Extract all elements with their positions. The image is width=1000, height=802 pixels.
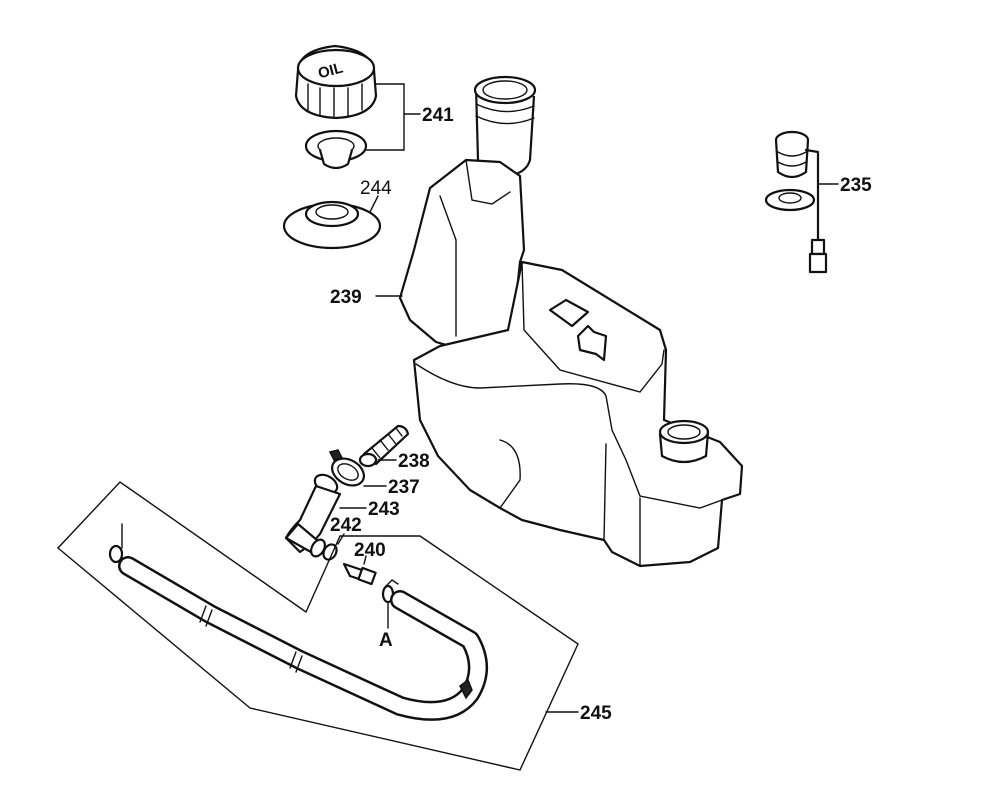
callout-239: 239 bbox=[330, 287, 362, 308]
callout-241: 241 bbox=[422, 105, 454, 126]
hose-clip-left bbox=[108, 523, 124, 564]
oil-level-sensor bbox=[764, 130, 828, 274]
tank-grommet bbox=[282, 200, 382, 250]
hose-fitting bbox=[358, 424, 410, 468]
callout-237: 237 bbox=[388, 477, 420, 498]
callout-235: 235 bbox=[840, 175, 872, 196]
leader-244 bbox=[369, 195, 379, 213]
callout-242: 242 bbox=[330, 515, 362, 536]
cap-seal-ring bbox=[304, 129, 368, 170]
leader-240 bbox=[363, 555, 367, 565]
callout-bracket-245 bbox=[56, 481, 579, 771]
callout-245: 245 bbox=[580, 703, 612, 724]
callout-238: 238 bbox=[398, 451, 430, 472]
callout-243: 243 bbox=[368, 499, 400, 520]
callout-244: 244 bbox=[360, 178, 392, 199]
cap-label: OIL bbox=[316, 59, 345, 82]
oil-tank bbox=[398, 75, 744, 568]
oil-filler-cap: OIL bbox=[294, 44, 378, 120]
callout-a: A bbox=[379, 630, 393, 651]
callout-bracket-241 bbox=[365, 83, 405, 151]
elbow-connector bbox=[284, 473, 342, 558]
callout-240: 240 bbox=[354, 540, 386, 561]
hose-clip-small bbox=[322, 543, 338, 561]
hose-nipple bbox=[342, 562, 377, 586]
hose-clamp bbox=[328, 449, 365, 487]
oil-hose bbox=[118, 556, 488, 721]
